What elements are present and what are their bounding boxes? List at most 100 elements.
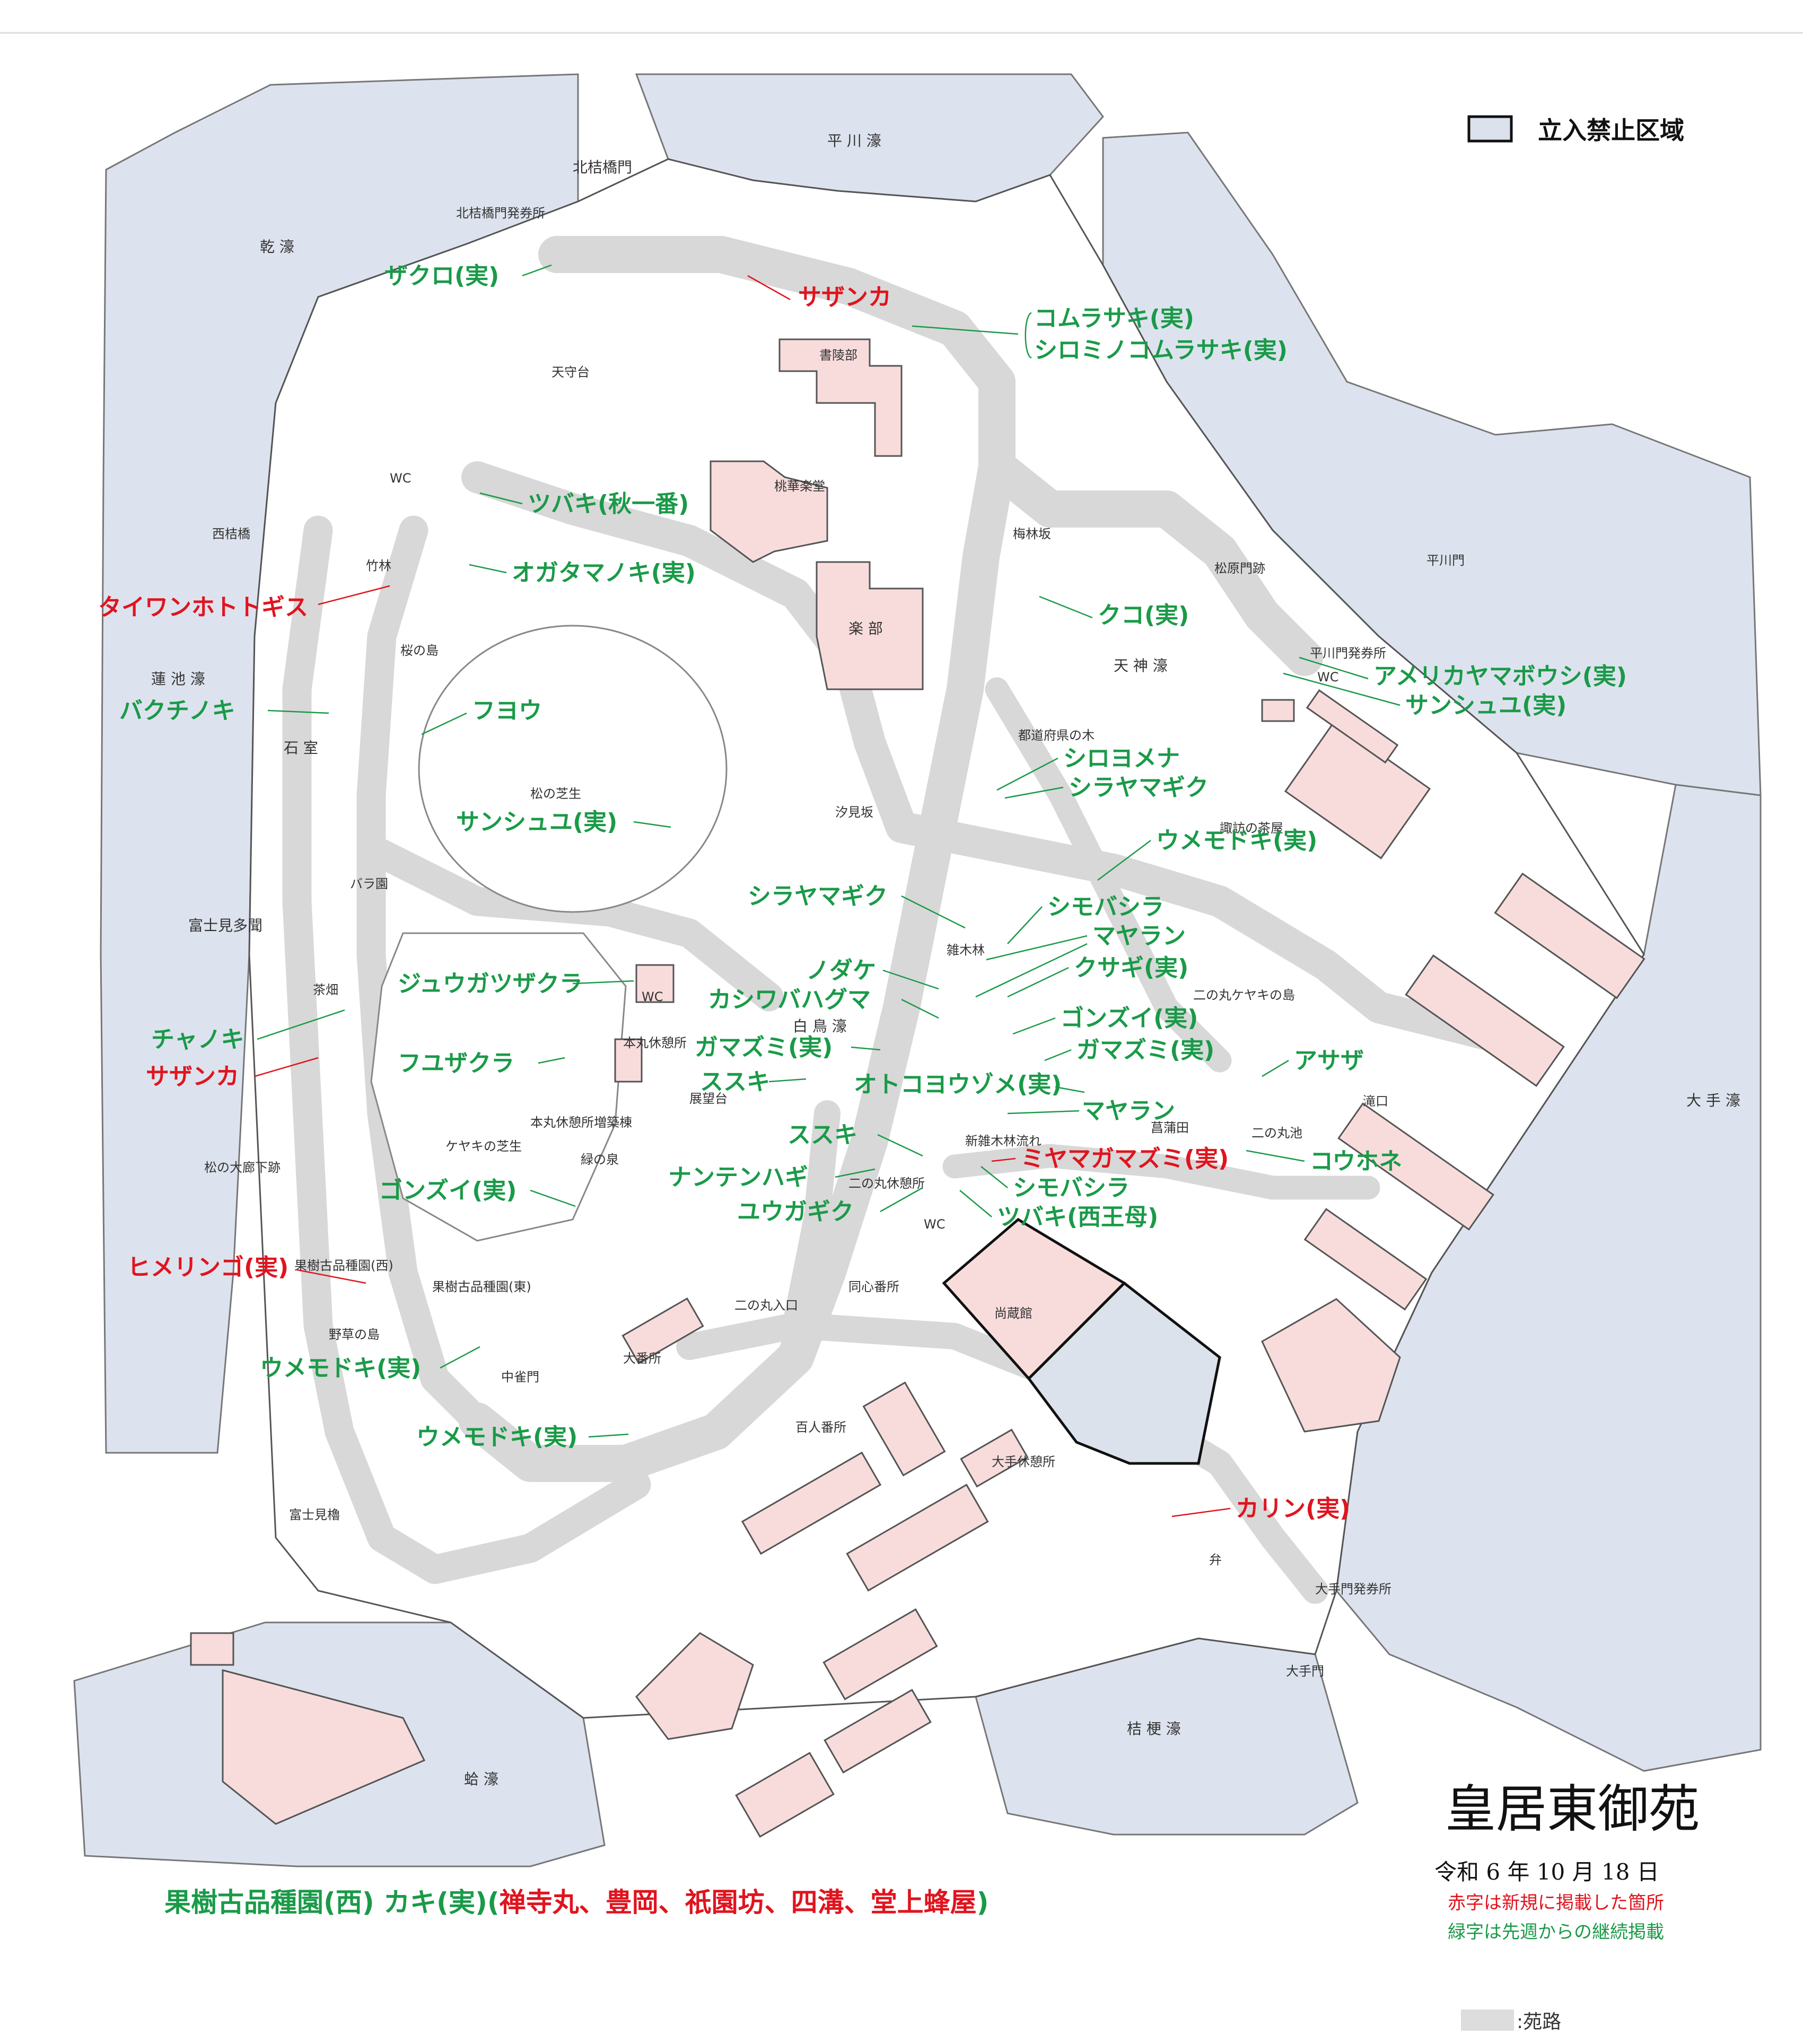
place-ote-rest: 大手休憩所 bbox=[992, 1454, 1055, 1469]
bottom-note-red: 禅寺丸、豊岡、祇園坊、四溝、堂上蜂屋 bbox=[500, 1887, 977, 1918]
plant-labels-red: サザンカ タイワンホトトギス サザンカ ミヤマガマズミ(実) ヒメリンゴ(実) … bbox=[98, 284, 1350, 1522]
plant-mayaran1: マヤラン bbox=[1092, 923, 1186, 950]
title-block: 皇居東御苑 令和 6 年 10 月 18 日 赤字は新規に掲載した箇所 緑字は先… bbox=[1434, 1779, 1700, 1943]
place-kaju-east: 果樹古品種園(東) bbox=[432, 1279, 531, 1294]
place-hasuike-moat: 蓮 池 濠 bbox=[151, 670, 205, 688]
place-doshinbansho: 同心番所 bbox=[848, 1279, 899, 1294]
plant-sazanka1: サザンカ bbox=[798, 284, 891, 311]
legend-path-label: :苑路 bbox=[1517, 2011, 1561, 2033]
place-labels: 平 川 濠 北桔橋門 北桔橋門発券所 乾 濠 天守台 書陵部 桃華楽堂 楽 部 … bbox=[151, 132, 1740, 1788]
place-gakubu: 楽 部 bbox=[848, 620, 883, 637]
plant-chanoki: チャノキ bbox=[151, 1026, 244, 1053]
plant-himeringo: ヒメリンゴ(実) bbox=[127, 1254, 288, 1281]
plant-umemodoki3: ウメモドキ(実) bbox=[416, 1424, 577, 1451]
place-kaju-west: 果樹古品種園(西) bbox=[294, 1258, 393, 1273]
plant-asaza: アサザ bbox=[1294, 1047, 1364, 1074]
place-matsu-lawn: 松の芝生 bbox=[530, 786, 581, 801]
keyaki-lawn-area bbox=[370, 932, 627, 1242]
place-obansho: 大番所 bbox=[623, 1351, 661, 1366]
place-ninomaru-rest: 二の丸休憩所 bbox=[848, 1176, 925, 1191]
plant-nodake: ノダケ bbox=[806, 957, 876, 984]
plant-zakuro: ザクロ(実) bbox=[384, 262, 499, 290]
plant-shirayamagiku1: シラヤマギク bbox=[1069, 774, 1209, 801]
place-chabatake: 茶畑 bbox=[313, 982, 338, 997]
place-takiguchi: 滝口 bbox=[1363, 1094, 1388, 1109]
place-suwa-chaya: 諏訪の茶屋 bbox=[1220, 821, 1283, 836]
place-otemon: 大手門 bbox=[1286, 1664, 1324, 1679]
gakubu-building bbox=[816, 561, 924, 690]
buildings bbox=[190, 338, 1646, 1838]
plant-shirayamagiku2: シラヤマギク bbox=[748, 883, 888, 910]
bottom-note: 果樹古品種園(西) カキ(実)(禅寺丸、豊岡、祇園坊、四溝、堂上蜂屋) bbox=[164, 1887, 989, 1918]
place-ninomaru-entrance: 二の丸入口 bbox=[734, 1298, 798, 1313]
plant-gamazumi1: ガマズミ(実) bbox=[695, 1034, 833, 1061]
matsu-lawn-area bbox=[418, 625, 728, 913]
map-title: 皇居東御苑 bbox=[1445, 1779, 1700, 1839]
place-bara-en: バラ園 bbox=[350, 876, 388, 891]
place-hirakawa-moat: 平 川 濠 bbox=[827, 132, 881, 150]
place-hirakawamon-ticket: 平川門発券所 bbox=[1310, 646, 1386, 661]
place-hyakuninbansho: 百人番所 bbox=[795, 1420, 846, 1435]
plant-miyamagamazumi: ミヤマガマズミ(実) bbox=[1021, 1145, 1229, 1172]
place-tenjin-moat: 天 神 濠 bbox=[1114, 657, 1168, 674]
plant-kashiwabahaguma: カシワバハグマ bbox=[708, 986, 871, 1013]
plant-susuki1: ススキ bbox=[700, 1068, 770, 1095]
plant-umemodoki2: ウメモドキ(実) bbox=[260, 1355, 421, 1382]
place-sakura-island: 桜の島 bbox=[400, 643, 439, 658]
place-tokagakudo: 桃華楽堂 bbox=[774, 479, 825, 494]
place-shobuda: 菖蒲田 bbox=[1151, 1120, 1189, 1135]
plant-jugatsuzakura: ジュウガツザクラ bbox=[398, 970, 583, 997]
plant-yuugagiku: ユウガギク bbox=[737, 1198, 854, 1225]
plant-shimobashira1: シモバシラ bbox=[1047, 893, 1164, 920]
plant-gonzui2: ゴンズイ(実) bbox=[379, 1177, 517, 1204]
tokagakudo-building bbox=[710, 460, 828, 563]
place-nakanomon: 中雀門 bbox=[501, 1370, 539, 1384]
plant-sanshuyu-matsu: サンシュユ(実) bbox=[456, 809, 617, 836]
lawns bbox=[370, 625, 728, 1242]
place-midori-izumi: 緑の泉 bbox=[581, 1152, 619, 1167]
plant-tsubaki-seiobo: ツバキ(西王母) bbox=[997, 1204, 1158, 1231]
place-tenshudai: 天守台 bbox=[552, 365, 590, 380]
place-wc-hakucho: WC bbox=[642, 989, 663, 1004]
place-wc-honmaru: WC bbox=[390, 471, 412, 486]
plant-otokoyouzome: オトコヨウゾメ(実) bbox=[854, 1071, 1062, 1098]
place-fujimi-tamon: 富士見多聞 bbox=[188, 917, 262, 934]
plant-mayaran2: マヤラン bbox=[1082, 1098, 1175, 1125]
place-zoukibayashi: 雑木林 bbox=[947, 943, 985, 958]
plant-american-yamabousi: アメリカヤマボウシ(実) bbox=[1373, 663, 1627, 690]
plant-fuyou: フヨウ bbox=[472, 697, 542, 724]
place-inui-moat: 乾 濠 bbox=[260, 238, 294, 256]
plant-bakuchinoki: バクチノキ bbox=[119, 697, 235, 724]
plant-labels-green: ザクロ(実) コムラサキ(実) シロミノコムラサキ(実) ツバキ(秋一番) オガ… bbox=[119, 262, 1627, 1451]
plant-umemodoki1: ウメモドキ(実) bbox=[1156, 827, 1317, 854]
legend-path-swatch bbox=[1461, 2010, 1514, 2031]
plant-komurasaki: コムラサキ(実) bbox=[1034, 305, 1194, 332]
place-yasou-island: 野草の島 bbox=[329, 1327, 380, 1342]
plant-ogatamanoki: オガタマノキ(実) bbox=[512, 559, 696, 586]
plant-kuko: クコ(実) bbox=[1098, 602, 1189, 629]
legend-restricted-label: 立入禁止区域 bbox=[1538, 116, 1684, 145]
plant-taiwan-hototogisu: タイワンホトトギス bbox=[98, 594, 308, 621]
place-honmaru-rest: 本丸休憩所 bbox=[623, 1036, 687, 1050]
plant-sanshuyu-hirakawa: サンシュユ(実) bbox=[1405, 692, 1566, 719]
plant-tsubaki-aki: ツバキ(秋一番) bbox=[528, 490, 689, 517]
plant-karin: カリン(実) bbox=[1236, 1495, 1350, 1522]
place-shoryobu: 書陵部 bbox=[819, 348, 857, 363]
shozokan-outline bbox=[942, 1217, 1127, 1381]
place-tenboudai: 展望台 bbox=[689, 1091, 728, 1106]
place-ote-moat: 大 手 濠 bbox=[1686, 1092, 1740, 1109]
place-ninomaru-pond: 二の丸池 bbox=[1251, 1126, 1302, 1141]
place-ninomaru-keyaki: 二の丸ケヤキの島 bbox=[1193, 988, 1295, 1003]
bottom-note-green: 果樹古品種園(西) カキ(実)( bbox=[164, 1887, 500, 1918]
legend-restricted-swatch bbox=[1467, 115, 1513, 143]
place-shiomizaka: 汐見坂 bbox=[835, 805, 873, 820]
place-otemon-ticket: 大手門発券所 bbox=[1315, 1582, 1391, 1596]
plant-gonzui1: ゴンズイ(実) bbox=[1061, 1005, 1198, 1032]
place-todofuken: 都道府県の木 bbox=[1018, 728, 1095, 743]
plant-nantenhagi: ナンテンハギ bbox=[668, 1164, 808, 1191]
bottom-note-close: ) bbox=[977, 1887, 989, 1918]
place-bairinzaka: 梅林坂 bbox=[1013, 527, 1051, 541]
note-red: 赤字は新規に掲載した箇所 bbox=[1448, 1892, 1664, 1914]
plant-shiromi-komurasaki: シロミノコムラサキ(実) bbox=[1034, 337, 1288, 364]
